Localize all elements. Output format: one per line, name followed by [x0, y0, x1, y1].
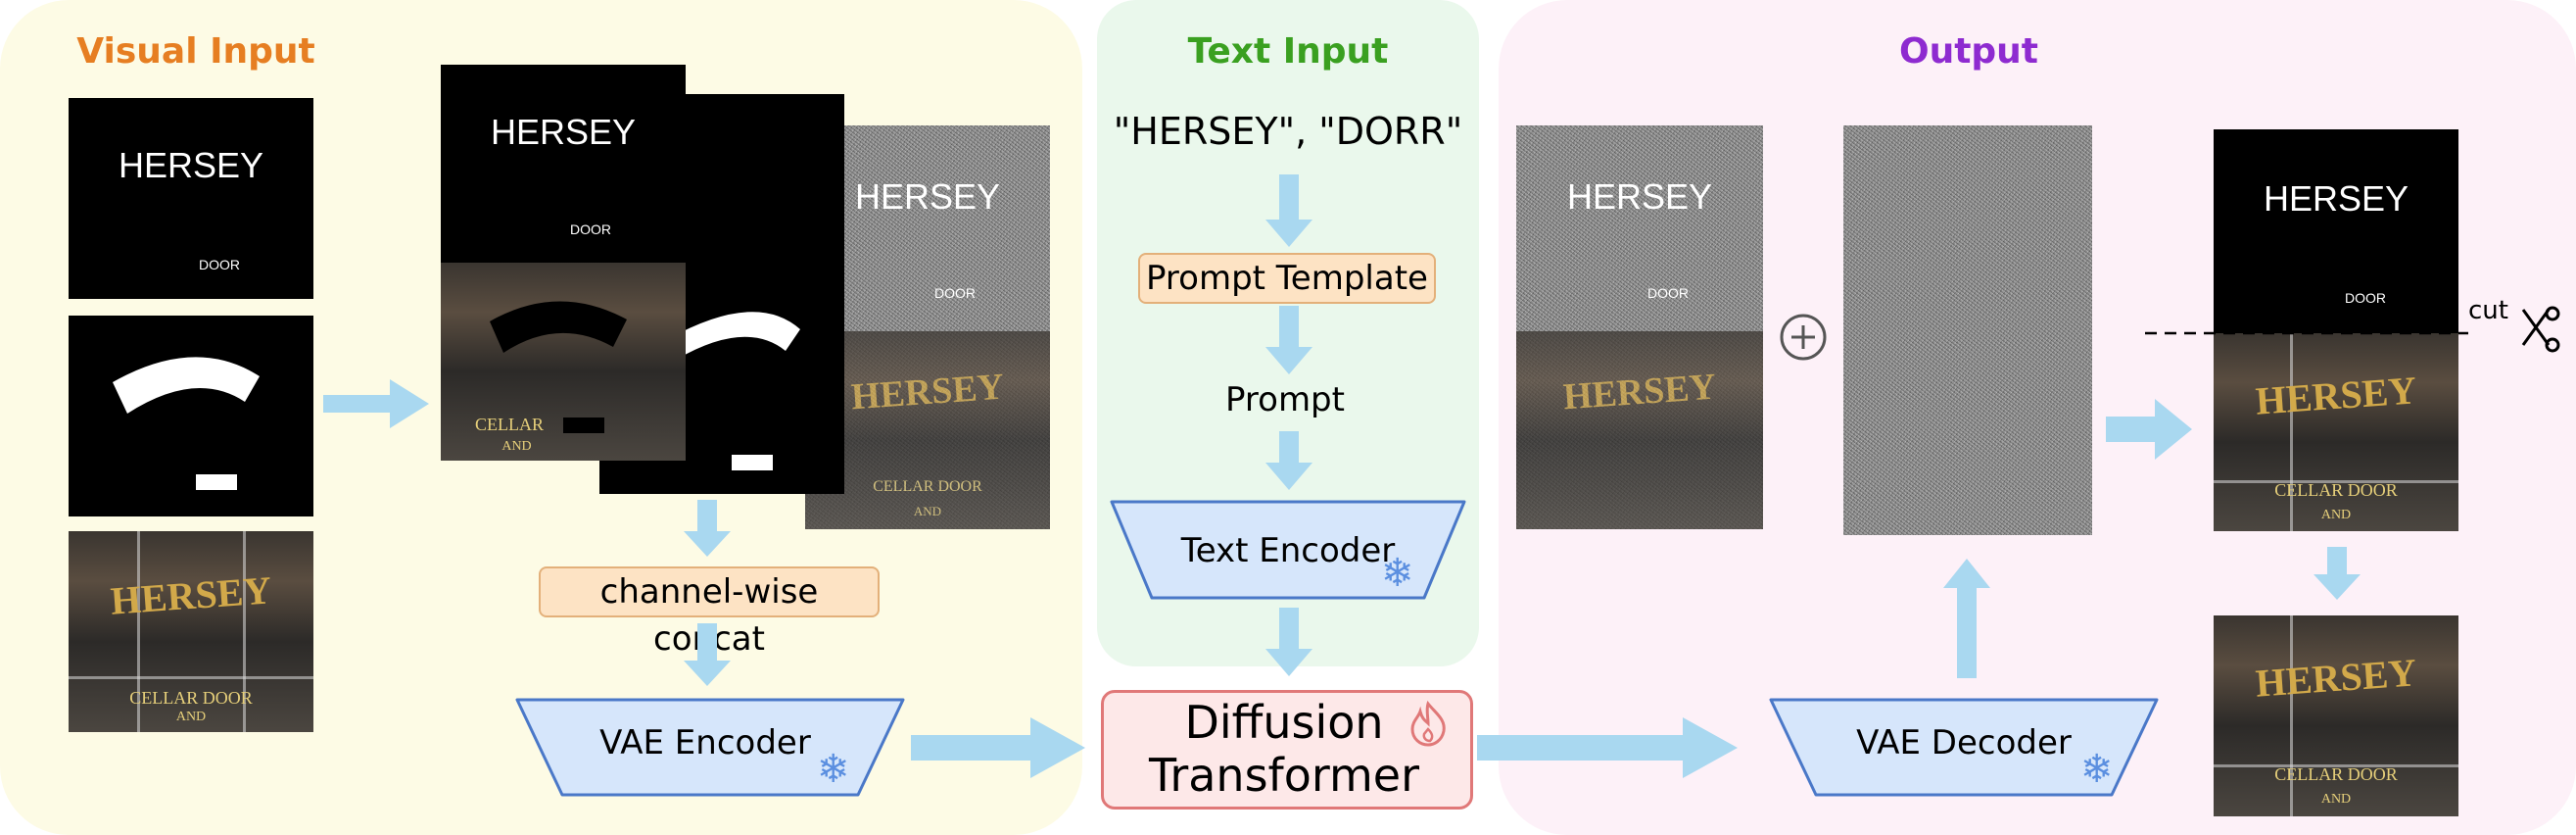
stack-glyph-door: DOOR: [570, 221, 611, 237]
arrow-inputs-to-stack: [323, 379, 429, 428]
glyph-text-door: DOOR: [199, 257, 240, 272]
diffusion-label-line1: Diffusion: [1184, 696, 1384, 749]
masked-photo: HERSEY CELLAR DOOR AND: [69, 531, 313, 732]
output-noisy-door: DOOR: [1647, 285, 1689, 301]
photo-sub-text: CELLAR DOOR: [129, 688, 253, 708]
final-photo-sub-2: AND: [2320, 792, 2352, 807]
final-photo-sub: CELLAR DOOR: [2274, 764, 2398, 784]
mask-shapes: [113, 357, 260, 490]
decoded-photo-sub-2: AND: [2320, 508, 2352, 522]
arrow-to-result: [2106, 399, 2192, 460]
arrow-encoder-to-diffusion: [1265, 608, 1312, 676]
final-photo-sign: HERSEY: [2254, 650, 2418, 706]
noisy-glyph-door: DOOR: [934, 285, 976, 301]
arrow-stack-to-concat: [684, 500, 731, 557]
noisy-photo-sub-2: AND: [913, 504, 942, 518]
noisy-photo-sub: CELLAR DOOR: [873, 478, 982, 495]
output-noisy-text: HERSEY: [1566, 176, 1713, 217]
noisy-glyph-text: HERSEY: [854, 176, 1001, 217]
text-encoder-label: Text Encoder: [1180, 531, 1396, 570]
decoded-photo-sub: CELLAR DOOR: [2274, 480, 2398, 500]
vae-encoder-shape: [515, 698, 905, 797]
arrow-cut-to-final: [2314, 547, 2361, 600]
arrow-vae-to-diffusion: [911, 717, 1085, 778]
diffusion-transformer-box: [1101, 690, 1473, 810]
stack-glyph-text: HERSEY: [490, 112, 637, 152]
decoded-photo-sign: HERSEY: [2254, 368, 2418, 423]
mask-stack-shapes: [668, 312, 800, 470]
decoded-glyph-text: HERSEY: [2263, 178, 2409, 219]
snowflake-icon: ❄: [1381, 551, 1414, 596]
photo-sign-text: HERSEY: [109, 567, 273, 623]
vae-decoder-label: VAE Decoder: [1856, 723, 2072, 762]
stack-photo-and: AND: [501, 439, 532, 454]
glyph-text-hersey: HERSEY: [118, 145, 264, 185]
arrow-template-to-prompt: [1265, 306, 1312, 374]
output-noisy-sign: HERSEY: [1561, 366, 1718, 418]
channel-concat-box: channel-wise concat: [539, 566, 880, 659]
scissors-icon: [2521, 306, 2560, 353]
arrow-decoder-up: [1943, 559, 1990, 678]
prompt-label: Prompt: [1225, 380, 1345, 419]
decoded-glyph-door: DOOR: [2345, 290, 2386, 306]
visual-input-title: Visual Input: [76, 31, 315, 72]
prompt-template-box: Prompt Template: [1138, 253, 1436, 304]
glyph-image: HERSEY DOOR: [69, 98, 313, 299]
arrow-concat-to-vae: [684, 623, 731, 686]
output-noisy-input: HERSEY DOOR HERSEY: [1516, 125, 1763, 529]
vae-decoder-shape: [1769, 698, 2159, 797]
noise-latent: [1843, 125, 2092, 535]
cut-line: [2145, 331, 2468, 335]
prompt-text: "HERSEY", "DORR": [1113, 110, 1463, 153]
decoded-result: HERSEY DOOR HERSEY CELLAR DOOR AND: [2214, 129, 2458, 531]
output-title: Output: [1898, 31, 2039, 72]
text-input-title: Text Input: [1187, 31, 1389, 72]
photo-sub-text-2: AND: [175, 710, 207, 724]
cut-label: cut: [2468, 296, 2508, 325]
circled-plus-icon: [1780, 314, 1827, 361]
snowflake-icon: ❄: [2080, 747, 2114, 792]
flame-icon: [1410, 700, 1446, 747]
glyph-photo-stack: HERSEY DOOR CELLAR AND: [441, 65, 686, 461]
diffusion-label-line2: Transformer: [1148, 749, 1420, 802]
final-photo: HERSEY CELLAR DOOR AND: [2214, 615, 2458, 816]
arrow-text-to-template: [1265, 174, 1312, 247]
mask-image: [69, 316, 313, 516]
vae-encoder-label: VAE Encoder: [599, 723, 811, 762]
stack-photo-cellar: CELLAR: [475, 415, 544, 434]
arrow-prompt-to-encoder: [1265, 431, 1312, 490]
text-encoder-shape: [1110, 500, 1466, 600]
noisy-glyph-stack: HERSEY DOOR HERSEY CELLAR DOOR AND: [805, 125, 1050, 529]
arrow-diffusion-to-decoder: [1477, 717, 1738, 778]
snowflake-icon: ❄: [817, 747, 850, 792]
